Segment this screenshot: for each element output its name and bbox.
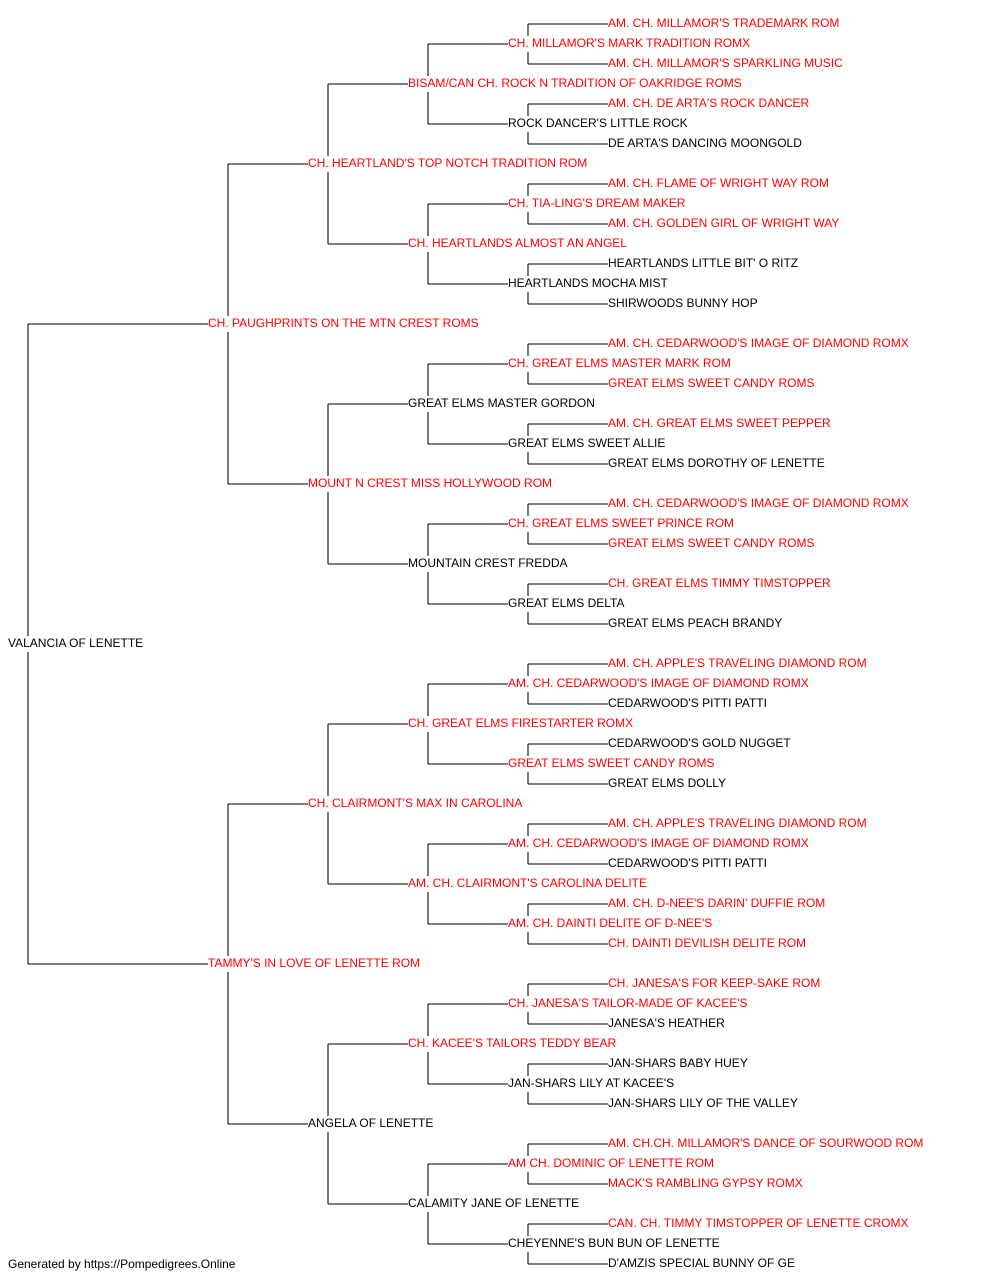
ancestor-name: HEARTLANDS MOCHA MIST [508, 276, 668, 290]
ancestor-name: CH. CLAIRMONT'S MAX IN CAROLINA [308, 796, 522, 810]
ancestor-name: CEDARWOOD'S PITTI PATTI [608, 856, 767, 870]
subject-dog-name: VALANCIA OF LENETTE [8, 636, 143, 650]
ancestor-name: CHEYENNE'S BUN BUN OF LENETTE [508, 1236, 720, 1250]
ancestor-name: ANGELA OF LENETTE [308, 1116, 433, 1130]
ancestor-name: AM. CH. APPLE'S TRAVELING DIAMOND ROM [608, 816, 867, 830]
ancestor-name: D'AMZIS SPECIAL BUNNY OF GE [608, 1256, 795, 1270]
ancestor-name: AM. CH. GREAT ELMS SWEET PEPPER [608, 416, 831, 430]
ancestor-name: SHIRWOODS BUNNY HOP [608, 296, 758, 310]
ancestor-name: JAN-SHARS BABY HUEY [608, 1056, 748, 1070]
ancestor-name: CALAMITY JANE OF LENETTE [408, 1196, 579, 1210]
ancestor-name: CH. MILLAMOR'S MARK TRADITION ROMX [508, 36, 750, 50]
ancestor-name: GREAT ELMS DOROTHY OF LENETTE [608, 456, 825, 470]
ancestor-name: CH. TIA-LING'S DREAM MAKER [508, 196, 686, 210]
ancestor-name: GREAT ELMS DOLLY [608, 776, 726, 790]
ancestor-name: CH. DAINTI DEVILISH DELITE ROM [608, 936, 806, 950]
ancestor-name: GREAT ELMS MASTER GORDON [408, 396, 595, 410]
ancestor-name: AM. CH. CEDARWOOD'S IMAGE OF DIAMOND ROM… [608, 496, 909, 510]
ancestor-name: CH. GREAT ELMS MASTER MARK ROM [508, 356, 731, 370]
ancestor-name: GREAT ELMS SWEET CANDY ROMS [608, 536, 814, 550]
ancestor-name: CH. JANESA'S FOR KEEP-SAKE ROM [608, 976, 820, 990]
ancestor-name: BISAM/CAN CH. ROCK N TRADITION OF OAKRID… [408, 76, 742, 90]
ancestor-name: CEDARWOOD'S PITTI PATTI [608, 696, 767, 710]
ancestor-name: AM. CH. APPLE'S TRAVELING DIAMOND ROM [608, 656, 867, 670]
ancestor-name: CH. KACEE'S TAILORS TEDDY BEAR [408, 1036, 616, 1050]
ancestor-name: AM. CH. CEDARWOOD'S IMAGE OF DIAMOND ROM… [508, 836, 809, 850]
ancestor-name: CEDARWOOD'S GOLD NUGGET [608, 736, 791, 750]
ancestor-name: CAN. CH. TIMMY TIMSTOPPER OF LENETTE CRO… [608, 1216, 908, 1230]
ancestor-name: AM. CH. GOLDEN GIRL OF WRIGHT WAY [608, 216, 839, 230]
ancestor-name: AM. CH. MILLAMOR'S SPARKLING MUSIC [608, 56, 843, 70]
ancestor-name: HEARTLANDS LITTLE BIT' O RITZ [608, 256, 798, 270]
ancestor-name: JAN-SHARS LILY AT KACEE'S [508, 1076, 674, 1090]
ancestor-name: CH. GREAT ELMS TIMMY TIMSTOPPER [608, 576, 831, 590]
ancestor-name: AM. CH. CLAIRMONT'S CAROLINA DELITE [408, 876, 647, 890]
ancestor-name: GREAT ELMS DELTA [508, 596, 624, 610]
ancestor-name: MACK'S RAMBLING GYPSY ROMX [608, 1176, 803, 1190]
ancestor-name: CH. GREAT ELMS FIRESTARTER ROMX [408, 716, 633, 730]
ancestor-name: AM. CH. FLAME OF WRIGHT WAY ROM [608, 176, 829, 190]
ancestor-name: AM. CH. DE ARTA'S ROCK DANCER [608, 96, 810, 110]
ancestor-name: AM. CH. CEDARWOOD'S IMAGE OF DIAMOND ROM… [608, 336, 909, 350]
ancestor-name: AM. CH. D-NEE'S DARIN' DUFFIE ROM [608, 896, 825, 910]
ancestor-name: ROCK DANCER'S LITTLE ROCK [508, 116, 688, 130]
ancestor-name: CH. PAUGHPRINTS ON THE MTN CREST ROMS [208, 316, 479, 330]
ancestor-name: AM. CH. MILLAMOR'S TRADEMARK ROM [608, 16, 839, 30]
ancestor-name: MOUNTAIN CREST FREDDA [408, 556, 568, 570]
ancestor-name: AM. CH. DAINTI DELITE OF D-NEE'S [508, 916, 712, 930]
dog-names: VALANCIA OF LENETTE CH. PAUGHPRINTS ON TH… [8, 16, 923, 1270]
ancestor-name: GREAT ELMS SWEET ALLIE [508, 436, 665, 450]
ancestor-name: MOUNT N CREST MISS HOLLYWOOD ROM [308, 476, 552, 490]
ancestor-name: CH. JANESA'S TAILOR-MADE OF KACEE'S [508, 996, 748, 1010]
ancestor-name: AM CH. DOMINIC OF LENETTE ROM [508, 1156, 714, 1170]
ancestor-name: JAN-SHARS LILY OF THE VALLEY [608, 1096, 798, 1110]
ancestor-name: CH. HEARTLAND'S TOP NOTCH TRADITION ROM [308, 156, 587, 170]
ancestor-name: DE ARTA'S DANCING MOONGOLD [608, 136, 802, 150]
ancestor-name: TAMMY'S IN LOVE OF LENETTE ROM [208, 956, 420, 970]
connector-lines [27, 23, 608, 1265]
ancestor-name: GREAT ELMS PEACH BRANDY [608, 616, 782, 630]
generated-by-footer: Generated by https://Pompedigrees.Online [8, 1257, 236, 1271]
ancestor-name: CH. HEARTLANDS ALMOST AN ANGEL [408, 236, 627, 250]
ancestor-name: GREAT ELMS SWEET CANDY ROMS [608, 376, 814, 390]
ancestor-name: AM. CH.CH. MILLAMOR'S DANCE OF SOURWOOD … [608, 1136, 923, 1150]
ancestor-name: JANESA'S HEATHER [608, 1016, 725, 1030]
ancestor-name: CH. GREAT ELMS SWEET PRINCE ROM [508, 516, 734, 530]
ancestor-name: AM. CH. CEDARWOOD'S IMAGE OF DIAMOND ROM… [508, 676, 809, 690]
ancestor-name: GREAT ELMS SWEET CANDY ROMS [508, 756, 714, 770]
